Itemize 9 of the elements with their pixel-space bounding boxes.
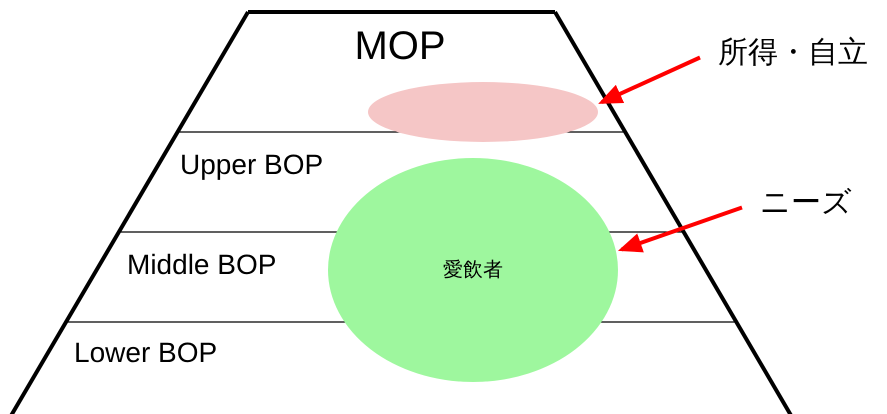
callout-label: ニーズ bbox=[760, 188, 852, 218]
ellipse-label: 愛飲者 bbox=[443, 260, 503, 280]
arrow bbox=[598, 56, 701, 104]
band-label: Lower BOP bbox=[74, 339, 218, 367]
band-label: Upper BOP bbox=[180, 151, 324, 179]
callout-label: 所得・自立 bbox=[718, 38, 868, 68]
band-label: Middle BOP bbox=[127, 251, 276, 279]
arrow bbox=[618, 206, 743, 252]
band-label: MOP bbox=[354, 26, 446, 66]
